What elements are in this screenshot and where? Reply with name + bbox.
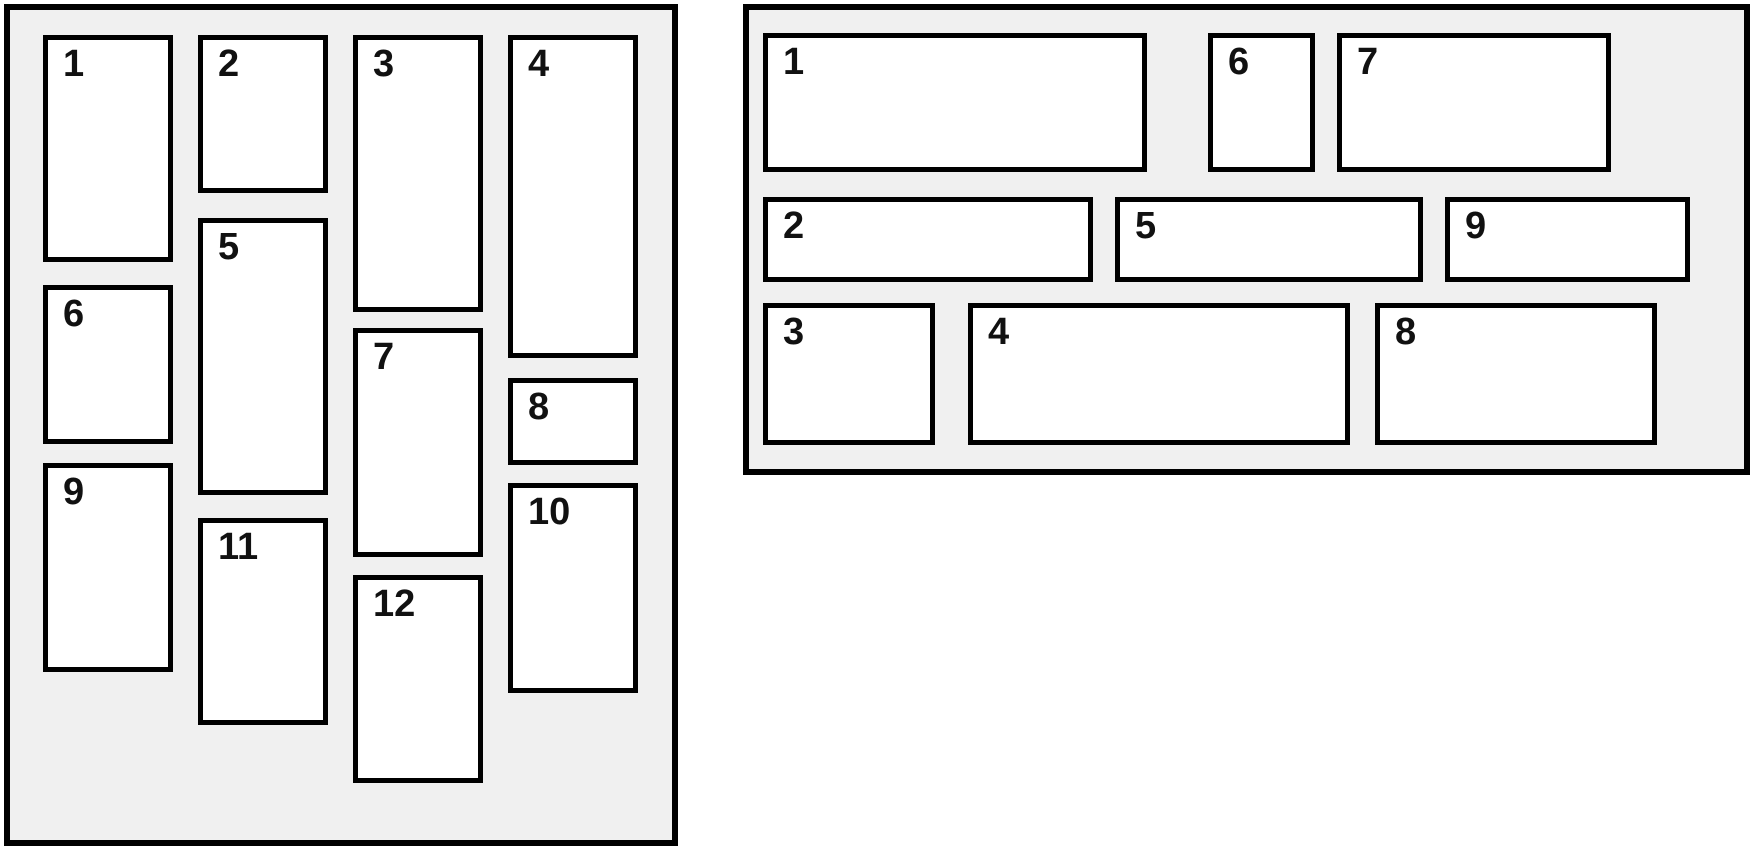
item-label: 4 <box>988 311 1010 353</box>
masonry-item-2: 2 <box>198 35 328 193</box>
masonry-item-1: 1 <box>43 35 173 262</box>
masonry-item-2: 2 <box>763 197 1093 282</box>
item-label: 6 <box>1228 41 1250 83</box>
masonry-item-9: 9 <box>1445 197 1690 282</box>
item-label: 11 <box>218 526 259 568</box>
item-label: 7 <box>1357 41 1379 83</box>
item-label: 5 <box>1135 205 1157 247</box>
masonry-item-12: 12 <box>353 575 483 783</box>
item-label: 2 <box>218 43 240 85</box>
item-label: 9 <box>63 471 85 513</box>
item-label: 7 <box>373 336 395 378</box>
item-label: 3 <box>373 43 395 85</box>
masonry-item-8: 8 <box>1375 303 1657 445</box>
masonry-item-4: 4 <box>508 35 638 358</box>
item-label: 2 <box>783 205 805 247</box>
masonry-item-4: 4 <box>968 303 1350 445</box>
masonry-item-11: 11 <box>198 518 328 725</box>
masonry-item-3: 3 <box>353 35 483 312</box>
masonry-item-7: 7 <box>1337 33 1611 172</box>
item-label: 1 <box>63 43 85 85</box>
masonry-item-8: 8 <box>508 378 638 465</box>
masonry-item-5: 5 <box>198 218 328 495</box>
masonry-item-6: 6 <box>43 285 173 444</box>
masonry-item-10: 10 <box>508 483 638 693</box>
item-label: 8 <box>528 386 550 428</box>
masonry-item-9: 9 <box>43 463 173 672</box>
masonry-horizontal-panel: 1 2 3 4 5 6 7 8 9 <box>743 4 1750 475</box>
item-label: 6 <box>63 293 85 335</box>
item-label: 9 <box>1465 205 1487 247</box>
item-label: 8 <box>1395 311 1417 353</box>
masonry-item-7: 7 <box>353 328 483 557</box>
item-label: 1 <box>783 41 805 83</box>
masonry-item-1: 1 <box>763 33 1147 172</box>
item-label: 12 <box>373 583 416 625</box>
item-label: 4 <box>528 43 550 85</box>
masonry-item-3: 3 <box>763 303 935 445</box>
item-label: 10 <box>528 491 571 533</box>
item-label: 5 <box>218 226 240 268</box>
masonry-item-5: 5 <box>1115 197 1423 282</box>
masonry-item-6: 6 <box>1208 33 1315 172</box>
item-label: 3 <box>783 311 805 353</box>
